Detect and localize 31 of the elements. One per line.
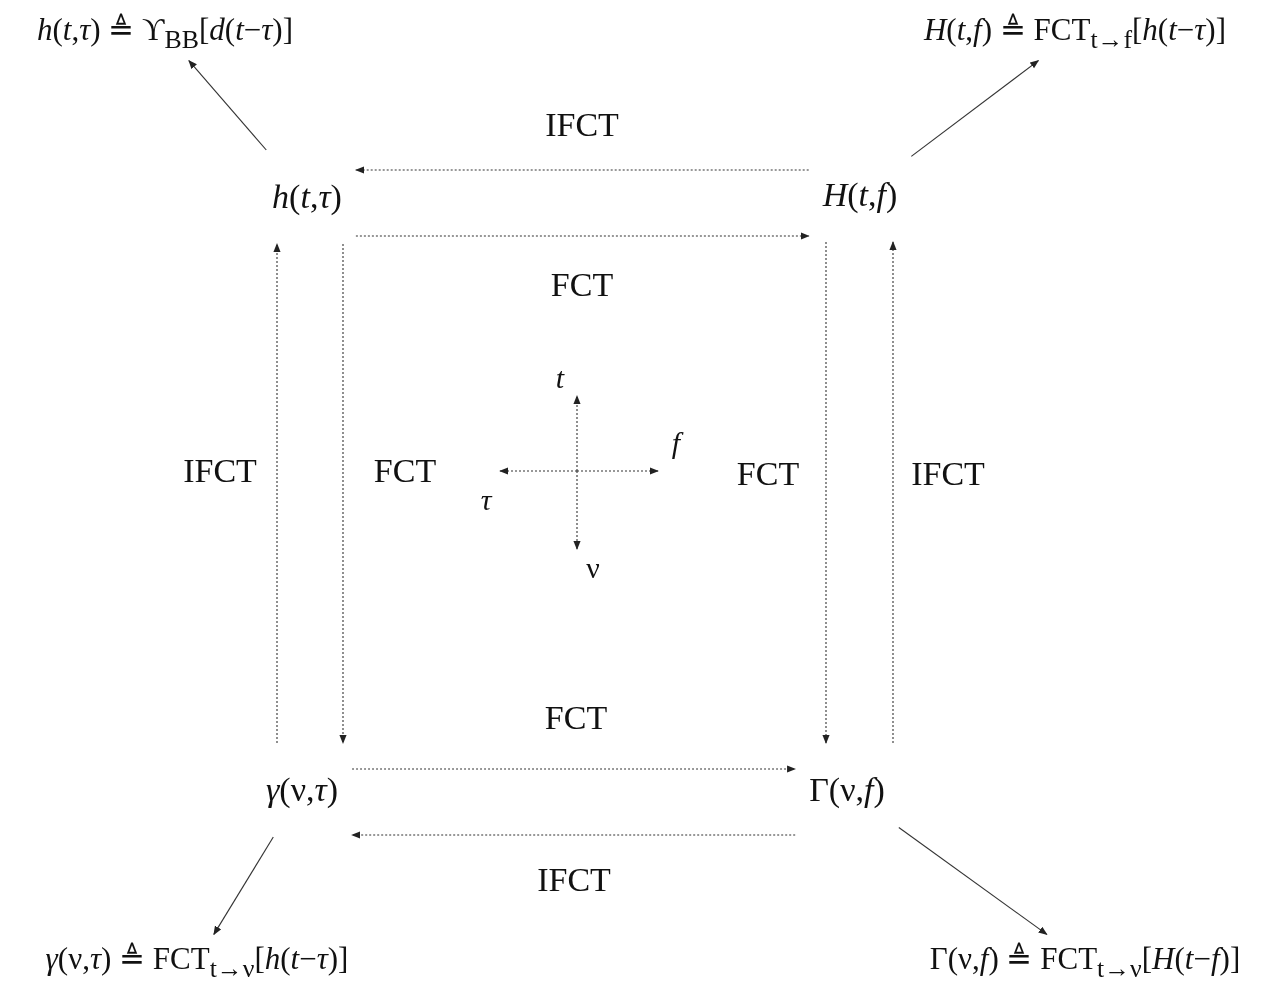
arrow [355, 232, 810, 240]
arrow [339, 243, 347, 744]
edge-label: FCT [736, 455, 800, 493]
formula-text: H(t,f) ≜ FCT$_{t→f}$[h(t−τ)] [924, 11, 1226, 55]
axis-label: τ [480, 483, 492, 517]
formula-text: Γ(ν,f) ≜ FCT$_{t→ν}$[H(t−f)] [929, 940, 1241, 984]
arrow [822, 241, 830, 744]
axis-label: ν [586, 551, 600, 585]
edge-label: IFCT [183, 452, 257, 490]
function-label: Γ(ν,f) [809, 771, 885, 809]
function-label: γ(ν,τ) [265, 771, 339, 809]
arrow [188, 59, 267, 151]
edge-label: FCT [544, 699, 608, 737]
axis-label: t [555, 361, 565, 395]
edge-label: FCT [550, 266, 614, 304]
arrow [889, 241, 897, 744]
edge-label: FCT [373, 452, 437, 490]
formula-text: h(t,τ) ≜ ϒ$_{BB}$[d(t−τ)] [37, 11, 293, 55]
arrow [213, 836, 274, 936]
edge-label: IFCT [911, 455, 985, 493]
edge-label: IFCT [545, 106, 619, 144]
arrow [355, 166, 810, 174]
edge-label: IFCT [537, 861, 611, 899]
function-label: H(t,f) [822, 176, 898, 214]
arrow [910, 60, 1040, 157]
formula-text: γ(ν,τ) ≜ FCT$_{t→ν}$[h(t−τ)] [45, 940, 349, 984]
arrow [273, 243, 281, 744]
function-label: h(t,τ) [272, 178, 342, 216]
arrow [351, 831, 796, 839]
arrow [351, 765, 797, 773]
arrow [898, 826, 1048, 935]
